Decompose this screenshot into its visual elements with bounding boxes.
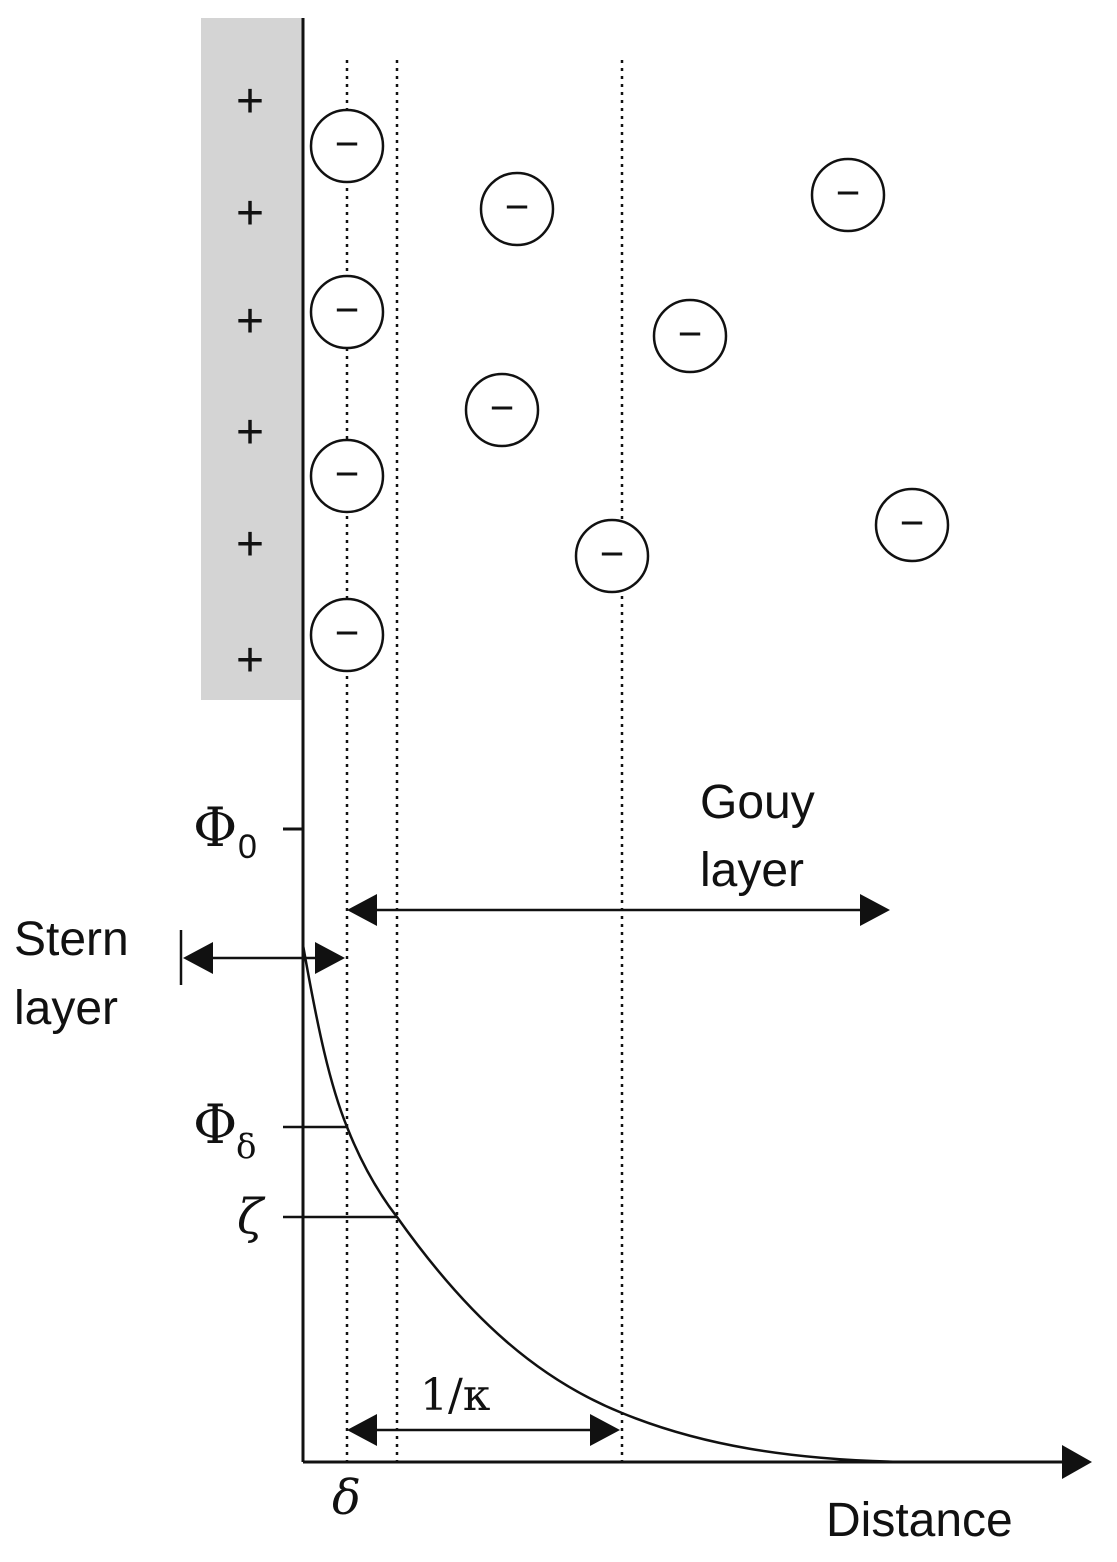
ion-circle	[309, 274, 385, 350]
ion-circle	[309, 438, 385, 514]
potential-curve	[301, 944, 906, 1464]
counter-ions	[309, 108, 950, 673]
ion-minus-sign: −	[335, 609, 360, 656]
ion-minus-sign: −	[335, 450, 360, 497]
ion-circle	[874, 487, 950, 563]
ion-circle	[574, 518, 650, 594]
stern-arrowhead-right	[315, 942, 345, 974]
ion-circle	[810, 157, 886, 233]
surface-charge-plus: +	[236, 406, 264, 459]
ion-minus-sign: −	[335, 286, 360, 333]
ion-circle	[652, 298, 728, 374]
surface-charge-plus: +	[236, 518, 264, 571]
debye-arrowhead-left	[347, 1414, 377, 1446]
ion-minus-sign: −	[836, 169, 861, 216]
debye-arrowhead-right	[590, 1414, 620, 1446]
gouy-arrowhead-left	[347, 894, 377, 926]
zeta-symbol: ζ	[237, 1189, 266, 1245]
surface-charge-plus: +	[236, 634, 264, 687]
stern-label-line2: layer	[14, 982, 118, 1035]
phi-delta-subscript: δ	[236, 1127, 256, 1167]
delta-label: δ	[332, 1470, 361, 1526]
distance-axis-arrowhead	[1062, 1445, 1092, 1479]
ion-minus-sign: −	[335, 120, 360, 167]
gouy-label-line1: Gouy	[700, 776, 815, 829]
ion-circle	[309, 597, 385, 673]
ion-minus-sign: −	[678, 310, 703, 357]
phi-delta-symbol: Φ	[193, 1093, 237, 1156]
ion-circle	[464, 372, 540, 448]
gouy-arrowhead-right	[860, 894, 890, 926]
ion-minus-sign: −	[490, 384, 515, 431]
ion-circle	[479, 171, 555, 247]
phi0-subscript: 0	[238, 828, 257, 866]
distance-axis-label: Distance	[826, 1494, 1013, 1547]
ion-minus-sign: −	[505, 183, 530, 230]
ion-circle	[309, 108, 385, 184]
charged-surface	[201, 18, 303, 700]
stern-arrowhead-left	[183, 942, 213, 974]
phi0-symbol: Φ	[193, 796, 237, 859]
surface-charge-plus: +	[236, 187, 264, 240]
ion-minus-sign: −	[600, 530, 625, 577]
ion-minus-sign: −	[900, 499, 925, 546]
surface-charge-plus: +	[236, 75, 264, 128]
gouy-label-line2: layer	[700, 844, 804, 897]
surface-charge-plus: +	[236, 295, 264, 348]
debye-length-label: 1/κ	[420, 1370, 490, 1421]
stern-label-line1: Stern	[14, 913, 129, 966]
